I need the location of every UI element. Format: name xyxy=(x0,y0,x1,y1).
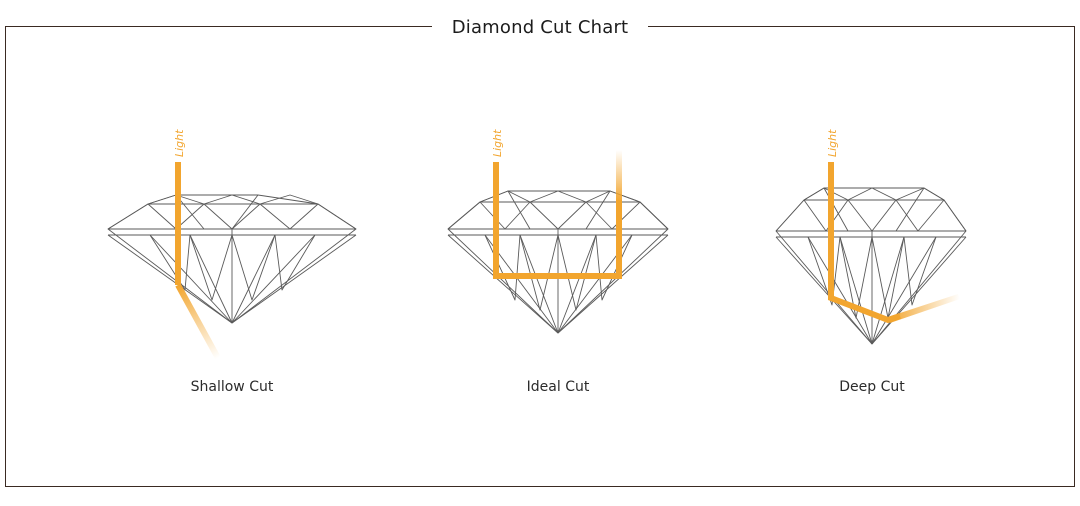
diamond-shallow-facets xyxy=(107,194,357,324)
title-container: Diamond Cut Chart xyxy=(432,12,648,42)
light-label-ideal: Light xyxy=(491,129,504,157)
diamond-shallow: Light Shallow Cut xyxy=(107,129,357,395)
light-ray-ideal xyxy=(493,150,622,279)
light-ray-deep xyxy=(828,162,960,324)
label-deep-cut: Deep Cut xyxy=(839,379,905,395)
diamond-deep-facets xyxy=(775,187,967,345)
diamond-deep: Light Deep Cut xyxy=(775,129,967,395)
label-ideal-cut: Ideal Cut xyxy=(527,379,590,395)
light-label-shallow: Light xyxy=(173,129,186,157)
chart-title: Diamond Cut Chart xyxy=(451,16,629,38)
diamond-ideal-facets xyxy=(447,190,669,334)
light-ray-shallow xyxy=(175,162,221,360)
label-shallow-cut: Shallow Cut xyxy=(191,379,274,395)
diamond-ideal: Light Ideal Cut xyxy=(447,129,669,395)
light-label-deep: Light xyxy=(826,129,839,157)
